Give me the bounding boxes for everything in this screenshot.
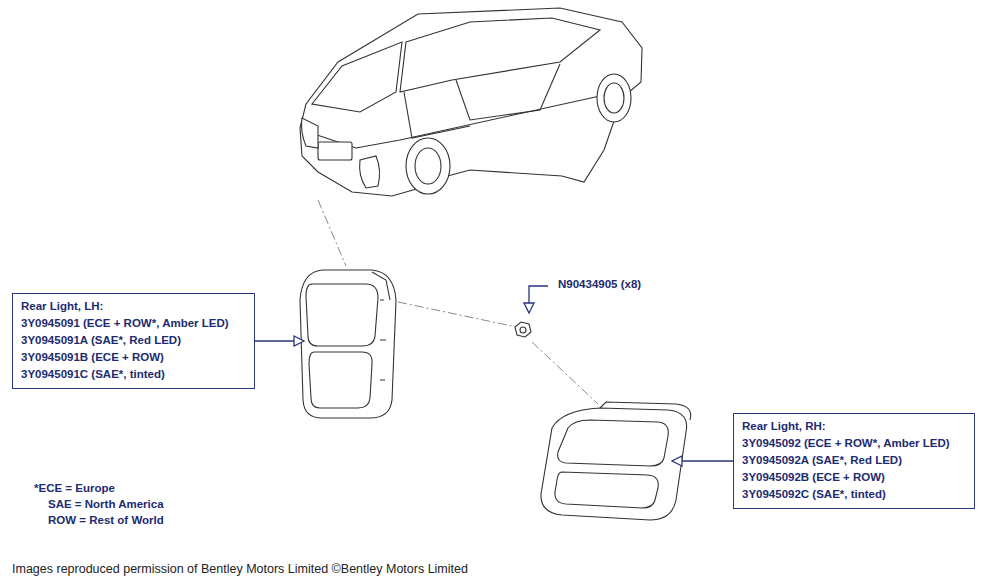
rear-light-rh (541, 402, 691, 520)
part-text: 3Y0945092B (ECE + ROW) (742, 469, 966, 486)
part-text: 3Y0945091B (ECE + ROW) (21, 349, 246, 366)
leader-line (529, 286, 548, 313)
part-text: 3Y0945092A (SAE*, Red LED) (742, 452, 966, 469)
part-text: 3Y0945091 (ECE + ROW*, Amber LED) (21, 315, 246, 332)
part-number: N90434905 (x8) (556, 278, 643, 290)
leader-arrow (255, 340, 304, 341)
part-text: 3Y0945091C (SAE*, tinted) (21, 366, 246, 383)
region-note: ROW = Rest of World (48, 512, 164, 528)
part-text: Rear Light, RH: (742, 418, 966, 435)
nut-drawing (515, 322, 531, 337)
region-note: *ECE = Europe (34, 480, 115, 496)
part-text: 3Y0945092 (ECE + ROW*, Amber LED) (742, 435, 966, 452)
callout-box: Rear Light, LH:3Y0945091 (ECE + ROW*, Am… (12, 293, 255, 389)
part-text: 3Y0945091A (SAE*, Red LED) (21, 332, 246, 349)
copyright-caption: Images reproduced permission of Bentley … (12, 562, 468, 576)
leader-arrow (672, 460, 733, 461)
part-text: 3Y0945092C (SAE*, tinted) (742, 486, 966, 503)
rear-light-lh (300, 270, 396, 418)
region-note: SAE = North America (48, 496, 164, 512)
callout-box: Rear Light, RH:3Y0945092 (ECE + ROW*, Am… (733, 413, 975, 509)
part-text: Rear Light, LH: (21, 298, 246, 315)
car-drawing (300, 8, 642, 196)
